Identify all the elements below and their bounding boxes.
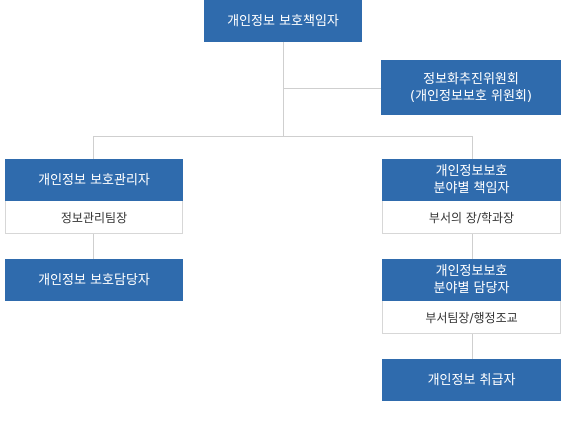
chief-box: 개인정보 보호책임자 [204, 0, 362, 42]
manager-box: 개인정보 보호관리자 [5, 159, 183, 201]
connector-left-down [93, 136, 94, 159]
dept-chief-box: 개인정보보호 분야별 책임자 [382, 159, 561, 201]
dept-staff-box: 개인정보보호 분야별 담당자 [382, 259, 561, 301]
connector-left-manager-staff [93, 234, 94, 259]
connector-horizontal-main [93, 136, 473, 137]
connector-chief-down [283, 42, 284, 136]
committee-box: 정보화추진위원회 (개인정보보호 위원회) [381, 60, 561, 115]
connector-committee-branch [283, 88, 381, 89]
dept-staff-sub-label: 부서팀장/행정조교 [382, 301, 561, 334]
handler-box: 개인정보 취급자 [382, 359, 561, 401]
manager-staff-box: 개인정보 보호담당자 [5, 259, 183, 301]
connector-right-dept-staff [472, 234, 473, 259]
connector-right-down [472, 136, 473, 159]
dept-chief-sub-label: 부서의 장/학과장 [382, 201, 561, 234]
manager-sub-label: 정보관리팀장 [5, 201, 183, 234]
connector-right-handler [472, 334, 473, 359]
